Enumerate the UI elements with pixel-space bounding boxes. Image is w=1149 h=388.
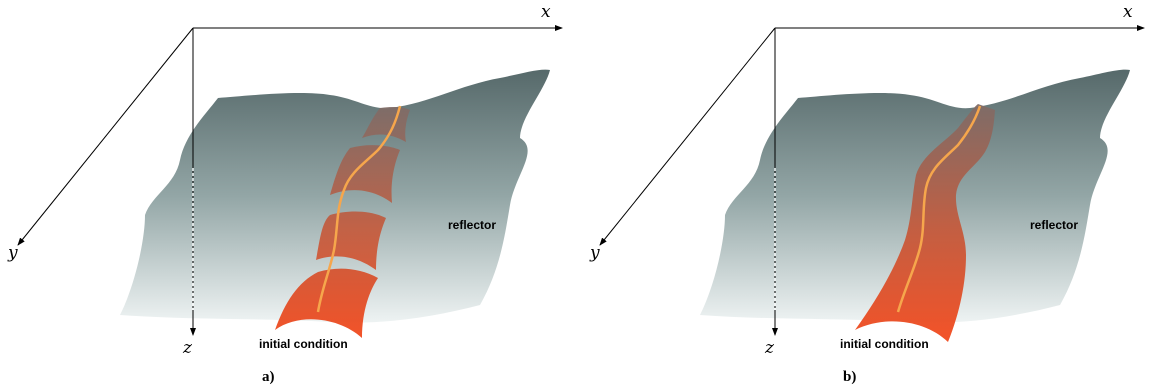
initial-condition-label: initial condition: [259, 337, 348, 351]
reflector-label: reflector: [448, 218, 496, 232]
panel-a-label: a): [262, 369, 275, 385]
x-axis-label: x: [1123, 2, 1133, 22]
central-ray: [316, 105, 402, 313]
y-axis: [599, 27, 776, 246]
y-axis: [17, 27, 194, 246]
panel-a: x y z reflector initial condition a): [7, 2, 563, 385]
y-axis-label: y: [7, 243, 18, 263]
z-axis-label: z: [182, 338, 193, 358]
wavefront-patch: [330, 145, 400, 203]
ray-tube: [855, 104, 995, 342]
initial-condition-label: initial condition: [840, 337, 929, 351]
y-axis-label: y: [589, 243, 600, 263]
z-axis-label: z: [764, 338, 775, 358]
reflector-label: reflector: [1030, 218, 1078, 232]
wavefront-patch: [275, 268, 378, 338]
central-ray: [896, 105, 982, 313]
panel-b-label: b): [843, 369, 856, 385]
x-axis-label: x: [541, 2, 551, 22]
panel-b: x y z reflector initial condition b): [589, 2, 1145, 385]
reflector-surface: [120, 69, 550, 323]
